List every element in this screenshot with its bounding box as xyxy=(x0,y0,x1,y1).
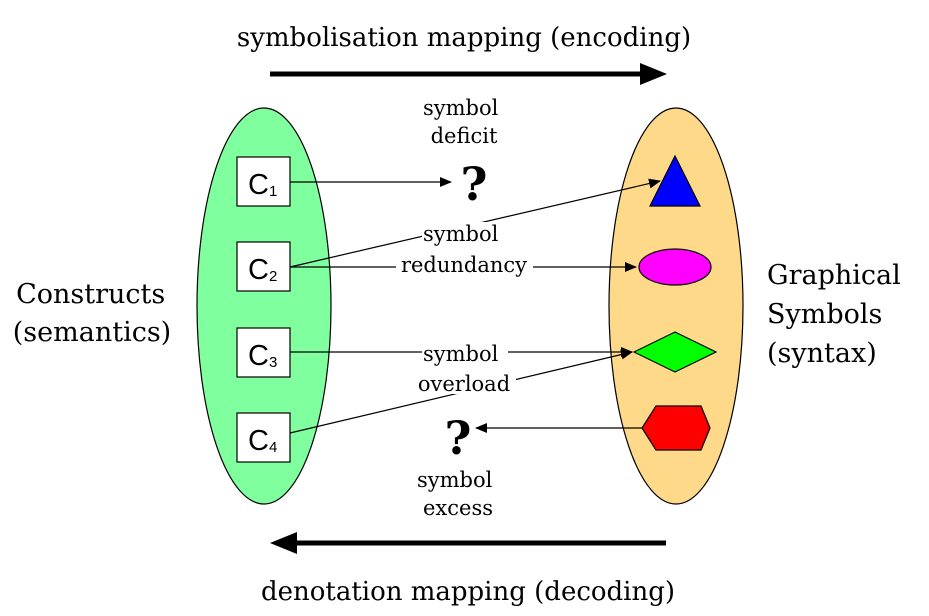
overload-label-background-2 xyxy=(412,372,516,394)
symbol-deficit-line-1: symbol xyxy=(423,96,499,120)
symbol-redundancy-line-2: redundancy xyxy=(401,253,527,277)
ellipse-symbol xyxy=(638,248,712,286)
constructs-label: Constructs (semantics) xyxy=(13,279,174,348)
symbol-deficit-line-2: deficit xyxy=(431,124,498,148)
redundancy-label-background xyxy=(422,222,508,244)
graphical-symbols-label: Graphical Symbols (syntax) xyxy=(767,260,909,369)
decoding-arrow-head xyxy=(270,532,297,554)
encoding-label: symbolisation mapping (encoding) xyxy=(237,23,691,53)
graphical-symbols-label-line-3: (syntax) xyxy=(767,338,877,369)
construct-letter: C xyxy=(248,254,269,286)
redundancy-label-background-2 xyxy=(396,253,533,275)
construct-c4: C 4 xyxy=(236,412,291,463)
construct-letter: C xyxy=(248,340,269,372)
construct-subscript: 2 xyxy=(269,268,277,285)
construct-c2: C 2 xyxy=(236,241,291,292)
constructs-ellipse xyxy=(196,107,332,505)
overload-label-background xyxy=(422,342,508,364)
symbol-overload-line-2: overload xyxy=(418,372,510,396)
hexagon-symbol xyxy=(641,405,711,451)
symbol-excess-label: symbol excess xyxy=(417,468,499,520)
excess-question-mark: ? xyxy=(445,411,472,465)
symbol-excess-line-1: symbol xyxy=(417,468,493,492)
constructs-label-line-1: Constructs xyxy=(16,279,165,310)
construct-box xyxy=(236,241,291,292)
diamond-symbol xyxy=(632,331,718,373)
symbol-deficit-label: symbol deficit xyxy=(423,96,505,148)
construct-box xyxy=(236,156,291,207)
construct-subscript: 3 xyxy=(269,354,277,371)
graphical-symbols-label-line-1: Graphical xyxy=(767,260,901,291)
deficit-question-mark: ? xyxy=(461,157,488,211)
symbols-ellipse xyxy=(608,107,744,505)
construct-letter: C xyxy=(248,425,269,457)
construct-box xyxy=(236,412,291,463)
symbol-overload-label: symbol overload xyxy=(418,342,510,396)
symbol-redundancy-label: symbol redundancy xyxy=(401,222,527,277)
construct-c3: C 3 xyxy=(236,327,291,378)
symbol-redundancy-line-1: symbol xyxy=(423,222,499,246)
constructs-label-line-2: (semantics) xyxy=(13,317,171,348)
decoding-label: denotation mapping (decoding) xyxy=(261,577,675,607)
symbol-overload-line-1: symbol xyxy=(423,342,499,366)
construct-c1: C 1 xyxy=(236,156,291,207)
construct-letter: C xyxy=(248,169,269,201)
triangle-symbol xyxy=(649,154,701,207)
construct-subscript: 4 xyxy=(269,439,277,456)
construct-subscript: 1 xyxy=(269,183,277,200)
symbol-excess-line-2: excess xyxy=(423,496,493,520)
construct-box xyxy=(236,327,291,378)
encoding-arrow-head xyxy=(640,63,667,85)
graphical-symbols-label-line-2: Symbols xyxy=(767,299,882,330)
